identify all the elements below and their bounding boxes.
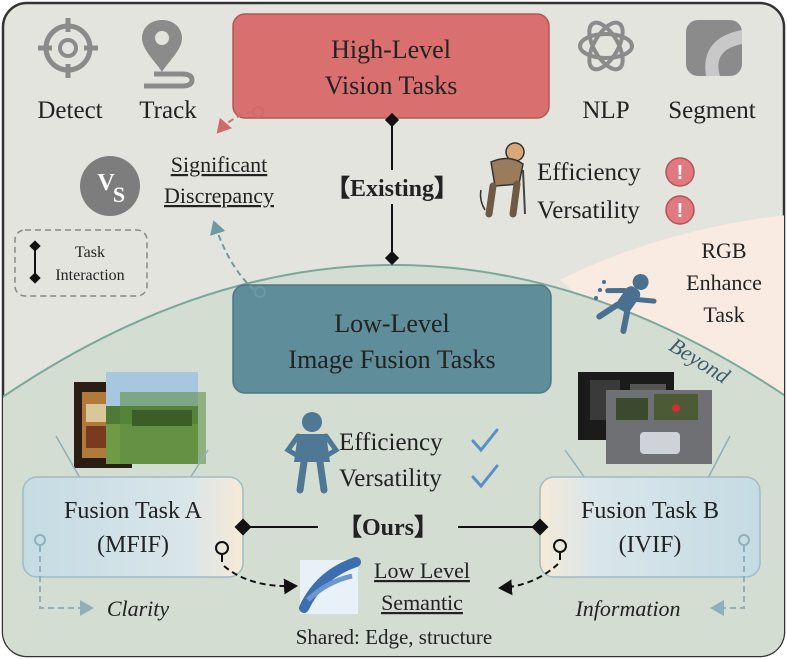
detect-icon (38, 18, 98, 78)
fusion-task-b-box: Fusion Task B (IVIF) (539, 476, 761, 578)
clarity-pin (34, 534, 94, 616)
fusion-task-a-box: Fusion Task A (MFIF) (22, 476, 244, 578)
motion-dots (594, 280, 606, 300)
low-level-title: Low-Level (334, 309, 450, 338)
track-label: Track (139, 97, 197, 124)
clarity-label: Clarity (107, 596, 170, 621)
ours-efficiency: Efficiency (339, 429, 443, 456)
nlp-label: NLP (582, 97, 629, 124)
track-icon (142, 20, 195, 89)
discrepancy-line2: Discrepancy (164, 183, 274, 208)
ours-label: 【Ours】 (338, 514, 438, 541)
task-box-leaders (55, 435, 731, 479)
existing-label-bg (320, 170, 460, 204)
task-b-pin (498, 539, 567, 596)
mfif-image-stack (74, 372, 206, 468)
high-level-title: High-Level (331, 35, 451, 64)
vs-icon-glyph-v: V (97, 170, 115, 196)
vs-icon: V S (80, 156, 140, 216)
discrepancy-arrow (216, 106, 264, 134)
task-b-title: Fusion Task B (581, 498, 719, 524)
detect-label: Detect (37, 97, 102, 124)
discrepancy-line1: Significant (171, 152, 268, 177)
svg-text:!: ! (677, 162, 684, 184)
task-a-title: Fusion Task A (64, 498, 203, 524)
rgb-line3: Task (703, 302, 744, 327)
segment-icon (686, 20, 742, 76)
nlp-icon (578, 20, 634, 72)
low-level-subtitle: Image Fusion Tasks (288, 345, 495, 374)
existing-versatility: Versatility (537, 197, 640, 224)
low-level-box: Low-Level Image Fusion Tasks (232, 284, 552, 394)
segment-label: Segment (668, 97, 756, 124)
rgb-line1: RGB (701, 238, 746, 263)
edge-brush-icon (299, 557, 361, 614)
semantic-line2: Semantic (381, 590, 463, 615)
legend-line1: Task (75, 244, 105, 261)
task-a-subtitle: (MFIF) (97, 532, 169, 558)
semantic-line1: Low Level (374, 558, 470, 583)
vs-icon-glyph-s: S (113, 182, 125, 207)
legend-line2: Interaction (55, 267, 124, 284)
tired-person-icon (479, 142, 526, 218)
shared-label: Shared: Edge, structure (296, 625, 493, 649)
high-level-box: High-Level Vision Tasks (232, 13, 550, 119)
information-pin (710, 534, 750, 616)
ours-connector (234, 518, 549, 536)
svg-text:!: ! (677, 200, 684, 222)
task-interaction-legend: Task Interaction (14, 229, 148, 297)
low-level-arrow (210, 220, 266, 298)
existing-efficiency: Efficiency (537, 159, 641, 186)
task-b-subtitle: (IVIF) (619, 532, 682, 558)
ours-versatility: Versatility (339, 465, 442, 492)
confident-person-icon (284, 412, 340, 494)
information-label: Information (574, 596, 680, 621)
existing-label: 【Existing】 (326, 175, 458, 202)
ivif-image-stack (578, 372, 712, 464)
check-icon-versatility (471, 464, 499, 489)
high-level-subtitle: Vision Tasks (325, 71, 458, 100)
sprinting-person-icon (596, 273, 657, 334)
task-a-pin (215, 541, 298, 595)
warning-icon-efficiency: ! (665, 157, 695, 187)
rgb-line2: Enhance (686, 270, 762, 295)
check-icon-efficiency (471, 428, 499, 453)
warning-icon-versatility: ! (665, 195, 695, 225)
